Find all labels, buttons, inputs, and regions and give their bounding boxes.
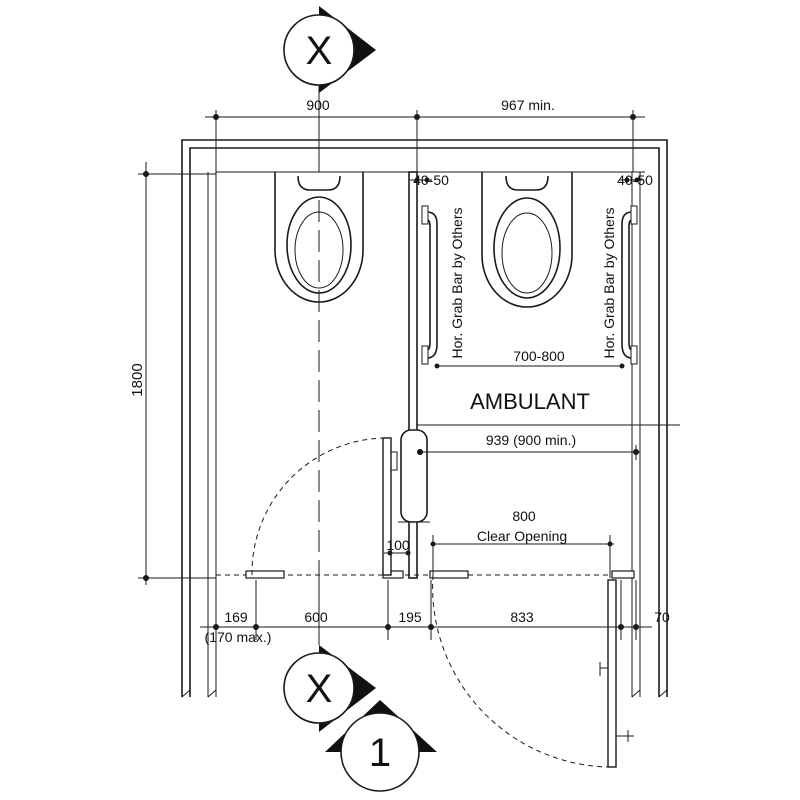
dim-left-height: 1800 bbox=[129, 363, 146, 396]
dim-clear-opening-label: Clear Opening bbox=[477, 528, 567, 544]
dim-bottom-door-width: 600 bbox=[304, 609, 328, 625]
dim-bottom-right-width: 833 bbox=[510, 609, 534, 625]
dim-grab-offset-left: 40-50 bbox=[413, 172, 449, 188]
dim-grab-offset-right: 40-50 bbox=[617, 172, 653, 188]
dim-clear-opening-value: 800 bbox=[512, 508, 536, 524]
right-door bbox=[432, 574, 634, 768]
dim-bottom-partition: 195 bbox=[398, 609, 422, 625]
left-door bbox=[251, 437, 398, 576]
section-marker-bottom: X bbox=[283, 645, 376, 732]
dimension-texts: 900 967 min. 1800 40-50 40-50 700-800 93… bbox=[129, 97, 670, 645]
front-line bbox=[215, 570, 635, 580]
plan-labels: Hor. Grab Bar by Others Hor. Grab Bar by… bbox=[449, 208, 617, 414]
dim-top-left: 900 bbox=[306, 97, 330, 113]
detail-marker-label: 1 bbox=[369, 731, 391, 775]
dim-top-right: 967 min. bbox=[501, 97, 555, 113]
section-marker-top: X bbox=[283, 6, 376, 93]
dim-bottom-left-offset-max: (170 max.) bbox=[205, 629, 272, 645]
centre-partition bbox=[398, 171, 430, 579]
grab-bar-right-label: Hor. Grab Bar by Others bbox=[601, 208, 617, 359]
detail-marker: 1 bbox=[325, 700, 437, 792]
dim-door-stop: 100 bbox=[386, 537, 410, 553]
section-marker-top-label: X bbox=[306, 29, 333, 73]
dim-cubicle-width: 939 (900 min.) bbox=[486, 432, 576, 448]
right-toilet-icon bbox=[481, 172, 573, 308]
grab-bar-right-icon bbox=[621, 205, 638, 365]
dim-bottom-left-offset: 169 bbox=[224, 609, 248, 625]
ambulant-label: AMBULANT bbox=[470, 389, 590, 414]
dim-bottom-right-end: 70 bbox=[654, 609, 670, 625]
dim-grab-span: 700-800 bbox=[513, 348, 565, 364]
outer-walls bbox=[181, 139, 668, 698]
grab-bar-left-label: Hor. Grab Bar by Others bbox=[449, 208, 465, 359]
dimension-lines bbox=[138, 110, 680, 640]
grab-bar-left-icon bbox=[421, 205, 438, 365]
section-marker-bottom-label: X bbox=[306, 667, 333, 711]
